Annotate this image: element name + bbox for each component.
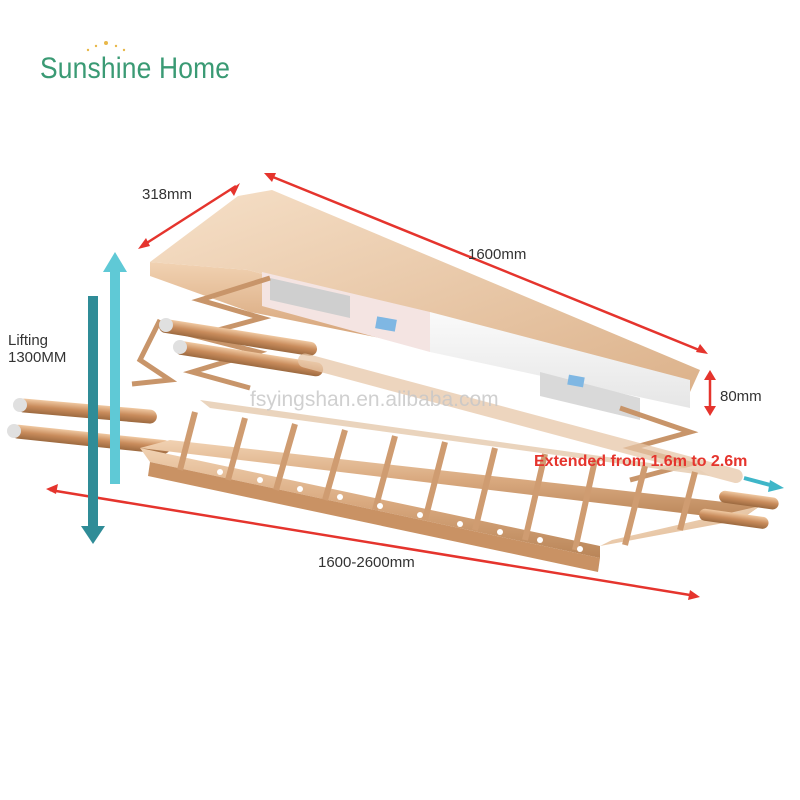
extension-note-label: Extended from 1.6m to 2.6m [534,453,748,470]
length-label: 1600mm [468,246,527,263]
ceiling-housing [150,190,700,420]
extension-arrow [743,476,784,492]
extended-length-label: 1600-2600mm [318,554,415,571]
brand-stars-icon [86,41,126,52]
lifting-label: Lifting 1300MM [8,332,66,366]
lifting-up-arrow [103,252,127,484]
lifting-down-arrow [81,296,105,544]
drying-frame [140,400,779,572]
lifting-label-line2: 1300MM [8,349,67,366]
lifting-label-line1: Lifting [8,332,49,349]
watermark-text: fsyingshan.en.alibaba.com [250,388,499,411]
depth-arrow [138,183,240,249]
length-arrow [264,173,708,354]
brand-logo-text: Sunshine Home [40,52,231,85]
extended-length-arrow [46,484,700,600]
depth-label: 318mm [142,186,193,203]
height-label: 80mm [720,388,762,405]
height-arrow [704,370,716,416]
